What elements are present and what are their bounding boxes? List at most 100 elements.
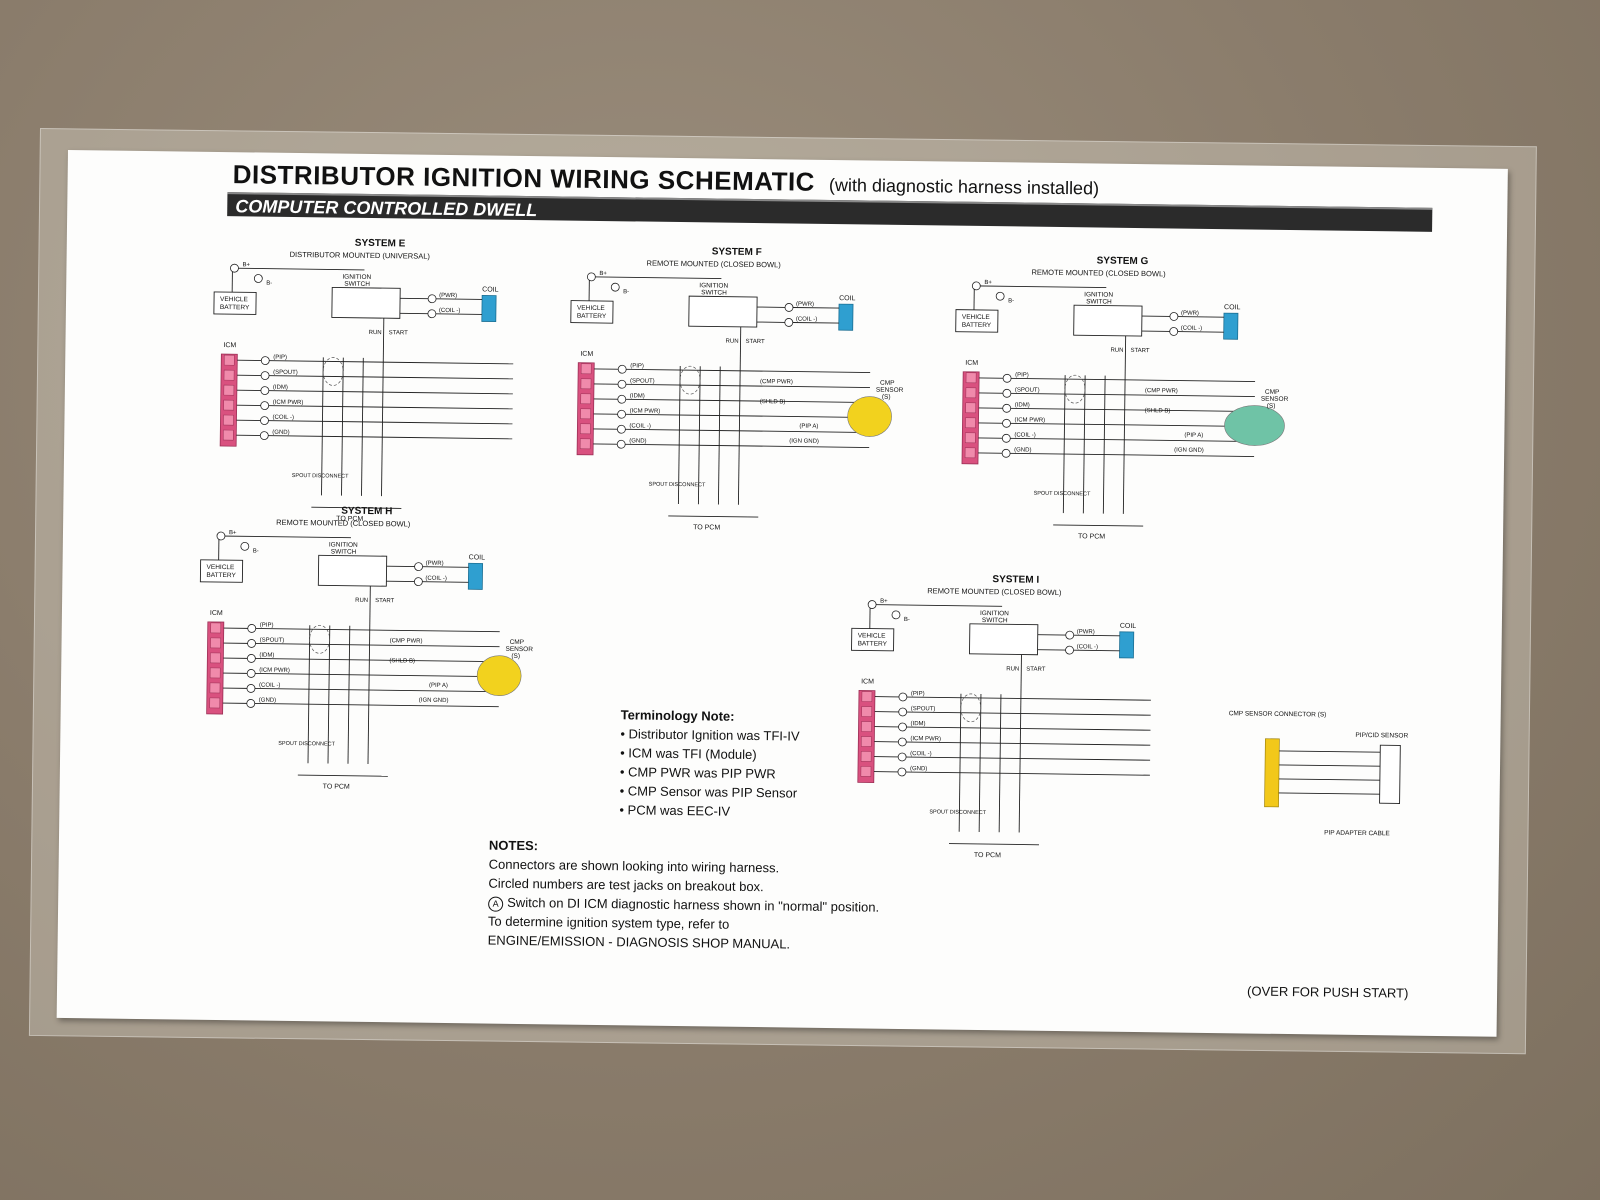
switch-label: SWITCH	[331, 548, 357, 555]
to-pcm-label: TO PCM	[1078, 533, 1105, 540]
sensor-label: SENSOR	[505, 646, 533, 653]
wire	[1177, 316, 1224, 318]
wire	[593, 428, 870, 433]
test-jack	[616, 424, 626, 434]
pwr-label: (PWR)	[1077, 629, 1095, 635]
coil-label: COIL	[1120, 623, 1137, 630]
pin-label: (GND)	[910, 766, 927, 772]
pip-adapter-cable-label: PIP ADAPTER CABLE	[1324, 830, 1390, 838]
test-jack	[253, 274, 263, 283]
switch-label: SWITCH	[982, 617, 1008, 624]
battery-label: VEHICLE	[207, 564, 236, 571]
icm-pin	[860, 766, 872, 777]
cmp-pwr-label: (CMP PWR)	[390, 638, 423, 644]
pwr-label: (PWR)	[426, 561, 444, 567]
icm-label: ICM	[861, 678, 874, 685]
wire	[297, 774, 388, 777]
wire	[873, 771, 1150, 776]
pwr-label: (PWR)	[1181, 311, 1199, 317]
system-name: SYSTEM H	[341, 506, 392, 518]
pin-label: (SPOUT)	[273, 370, 298, 376]
b-minus-label: B-	[904, 617, 910, 623]
wire	[1102, 375, 1106, 514]
test-jack	[1002, 418, 1011, 428]
ignition-coil	[481, 295, 497, 323]
wire	[589, 276, 722, 280]
test-jack	[784, 303, 794, 312]
to-pcm-label: TO PCM	[323, 783, 350, 790]
ign-gnd-label: (IGN GND)	[419, 698, 449, 704]
pip-a-label: (PIP A)	[429, 683, 448, 689]
coil-minus-label: (COIL -)	[1077, 644, 1099, 650]
wire	[978, 452, 1255, 458]
harness-bundle	[309, 624, 330, 654]
icm-pin	[964, 447, 976, 459]
system-name: SYSTEM F	[712, 246, 762, 258]
spout-disconnect-label: SPOUT DISCONNECT	[649, 482, 706, 489]
harness-bundle	[679, 365, 701, 395]
test-jack	[260, 356, 270, 366]
pwr-label: (PWR)	[439, 293, 457, 299]
wire	[593, 398, 870, 403]
cmp-label: CMP	[880, 380, 895, 387]
test-jack	[259, 431, 269, 440]
battery-label: BATTERY	[962, 322, 992, 329]
run-label: RUN	[369, 330, 382, 336]
start-label: START	[1130, 348, 1150, 354]
spout-disconnect-label: SPOUT DISCONNECT	[278, 741, 335, 748]
icm-pin	[580, 363, 592, 375]
wire	[792, 322, 839, 324]
spout-disconnect-label: SPOUT DISCONNECT	[292, 473, 349, 480]
wire	[874, 696, 1151, 701]
wire	[422, 581, 469, 583]
test-jack	[246, 699, 256, 708]
terminology-heading: Terminology Note:	[620, 707, 735, 724]
icm-pin	[209, 682, 221, 694]
wire	[435, 313, 482, 315]
switch-label: SWITCH	[344, 281, 370, 288]
shld-b-label: (SHLD B)	[1145, 408, 1171, 414]
test-jack	[1065, 630, 1075, 640]
battery-label: BATTERY	[577, 313, 607, 320]
coil-minus-label: (COIL -)	[1181, 326, 1203, 332]
system-name: SYSTEM E	[355, 238, 406, 250]
wire	[1073, 634, 1120, 637]
test-jack	[617, 409, 626, 419]
wire	[232, 267, 365, 271]
icm-pin	[580, 378, 592, 390]
wire	[236, 389, 513, 395]
test-jack	[240, 541, 250, 551]
icm-label: ICM	[580, 351, 593, 358]
ignition-coil	[838, 303, 854, 331]
icm-pin	[223, 384, 235, 396]
harness-bundle	[960, 693, 982, 723]
pin-label: (COIL -)	[629, 423, 651, 429]
cmp-label: CMP	[510, 639, 525, 646]
wire	[236, 419, 513, 425]
test-jack	[617, 379, 627, 389]
wire	[874, 741, 1151, 746]
system-name: SYSTEM I	[992, 574, 1039, 586]
battery-label: BATTERY	[206, 572, 236, 579]
test-jack	[610, 282, 620, 292]
sensor-label: SENSOR	[876, 387, 904, 394]
wire	[381, 318, 385, 497]
test-jack	[617, 394, 627, 404]
icm-pin	[964, 432, 976, 444]
wire	[236, 434, 513, 440]
test-jack	[427, 309, 437, 319]
b-plus-label: B+	[880, 599, 888, 605]
wire	[874, 711, 1151, 716]
sensor-label: SENSOR	[1261, 396, 1289, 403]
test-jack	[897, 752, 907, 762]
pin-label: (COIL -)	[1014, 432, 1036, 438]
system-description: REMOTE MOUNTED (CLOSED BOWL)	[1031, 268, 1166, 279]
spout-disconnect-label: SPOUT DISCONNECT	[929, 809, 986, 816]
icm-pin	[860, 751, 872, 762]
wire	[870, 604, 1003, 607]
ignition-label: IGNITION	[699, 282, 728, 289]
pin-label: (IDM)	[630, 393, 645, 399]
wire	[668, 515, 759, 518]
ignition-label: IGNITION	[1084, 291, 1113, 298]
wire	[341, 357, 344, 496]
